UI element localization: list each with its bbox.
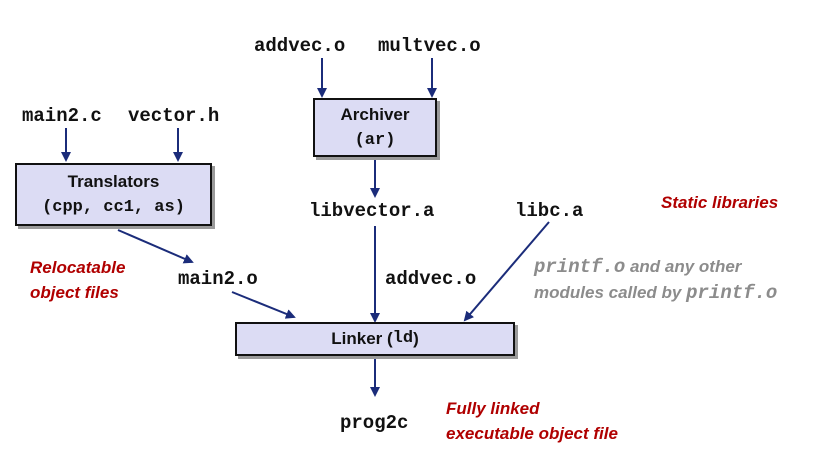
arrow-translators-to-main2o [117,229,194,264]
note-relocatable-line1: Relocatable [30,258,126,277]
translators-title: Translators [67,171,160,191]
note-printf-code2: printf.o [686,282,778,304]
note-printf-code1: printf.o [534,256,626,278]
note-fully-linked-line2: executable object file [446,424,618,443]
note-printf-text1: and any other [625,257,742,276]
arrow-libc-to-linker [463,221,550,322]
linker-title-tail: ) [413,329,419,348]
file-libvector-a: libvector.a [309,200,435,222]
archiver-subtitle: (ar) [354,130,396,150]
input-addvec-o: addvec.o [254,35,346,57]
note-relocatable-line2: object files [30,283,119,302]
note-fully-linked-line1: Fully linked [446,399,540,418]
linker-command: ld [392,329,414,348]
file-prog2c: prog2c [340,412,409,434]
archiver-box: Archiver (ar) [313,98,437,157]
note-static-libraries: Static libraries [661,193,779,212]
note-printf-line2: modules called by printf.o [534,281,777,305]
translators-subtitle: (cpp, cc1, as) [42,197,185,217]
note-printf-line1: printf.o and any other [534,255,741,279]
file-libc-a: libc.a [515,200,584,222]
file-main2-o: main2.o [178,268,258,290]
arrow-main2o-to-linker [231,291,296,319]
note-printf-text2: modules called by [534,283,687,302]
translators-box: Translators (cpp, cc1, as) [15,163,212,226]
archiver-title: Archiver [340,104,410,124]
linker-box: Linker (ld) [235,322,515,356]
input-main2-c: main2.c [22,105,102,127]
file-addvec-o-linked: addvec.o [385,268,477,290]
linker-title: Linker ( [331,329,393,348]
input-vector-h: vector.h [128,105,220,127]
input-multvec-o: multvec.o [378,35,481,57]
